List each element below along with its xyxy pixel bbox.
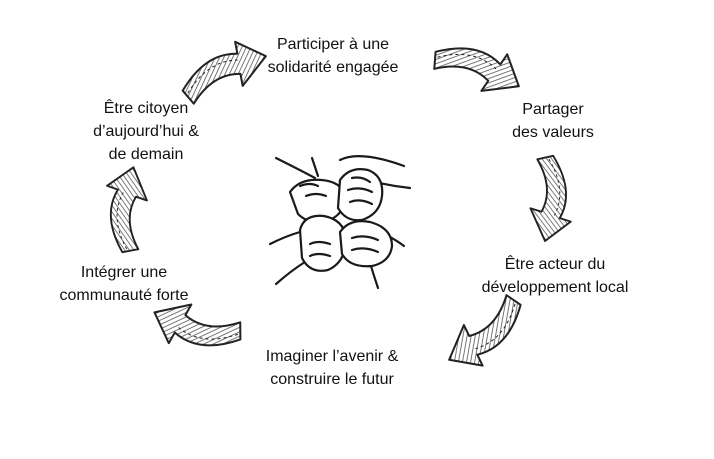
step-label-lower-right: Être acteur du développement local	[482, 253, 629, 299]
step-label-line: des valeurs	[512, 124, 594, 141]
step-label-line: Être citoyen	[103, 100, 189, 117]
arrow-left	[95, 162, 154, 256]
step-label-line: d’aujourd’hui &	[93, 123, 199, 140]
step-label-top: Participer à une solidarité engagée	[268, 33, 399, 79]
step-label-lower-left: Intégrer une communauté forte	[60, 261, 189, 307]
step-label-line: Participer à une	[276, 36, 390, 53]
step-label-line: solidarité engagée	[267, 59, 399, 76]
step-label-upper-right: Partager des valeurs	[512, 98, 594, 144]
step-label-upper-left: Être citoyen d’aujourd’hui & de demain	[93, 97, 199, 166]
step-label-line: Partager	[522, 101, 584, 118]
arrow-top-left	[172, 32, 274, 107]
arrow-top-right	[427, 25, 530, 106]
linked-hands-icon	[268, 155, 412, 290]
step-label-line: Être acteur du	[504, 256, 606, 273]
step-label-line: développement local	[481, 279, 629, 296]
step-label-line: construire le futur	[270, 371, 394, 388]
arrow-right	[525, 152, 581, 246]
step-label-bottom: Imaginer l’avenir & construire le futur	[266, 345, 399, 391]
step-label-line: communauté forte	[59, 287, 189, 304]
step-label-line: Intégrer une	[80, 264, 168, 281]
arrow-bottom-right	[436, 290, 538, 381]
step-label-line: de demain	[108, 146, 184, 163]
step-label-line: Imaginer l’avenir &	[265, 348, 399, 365]
